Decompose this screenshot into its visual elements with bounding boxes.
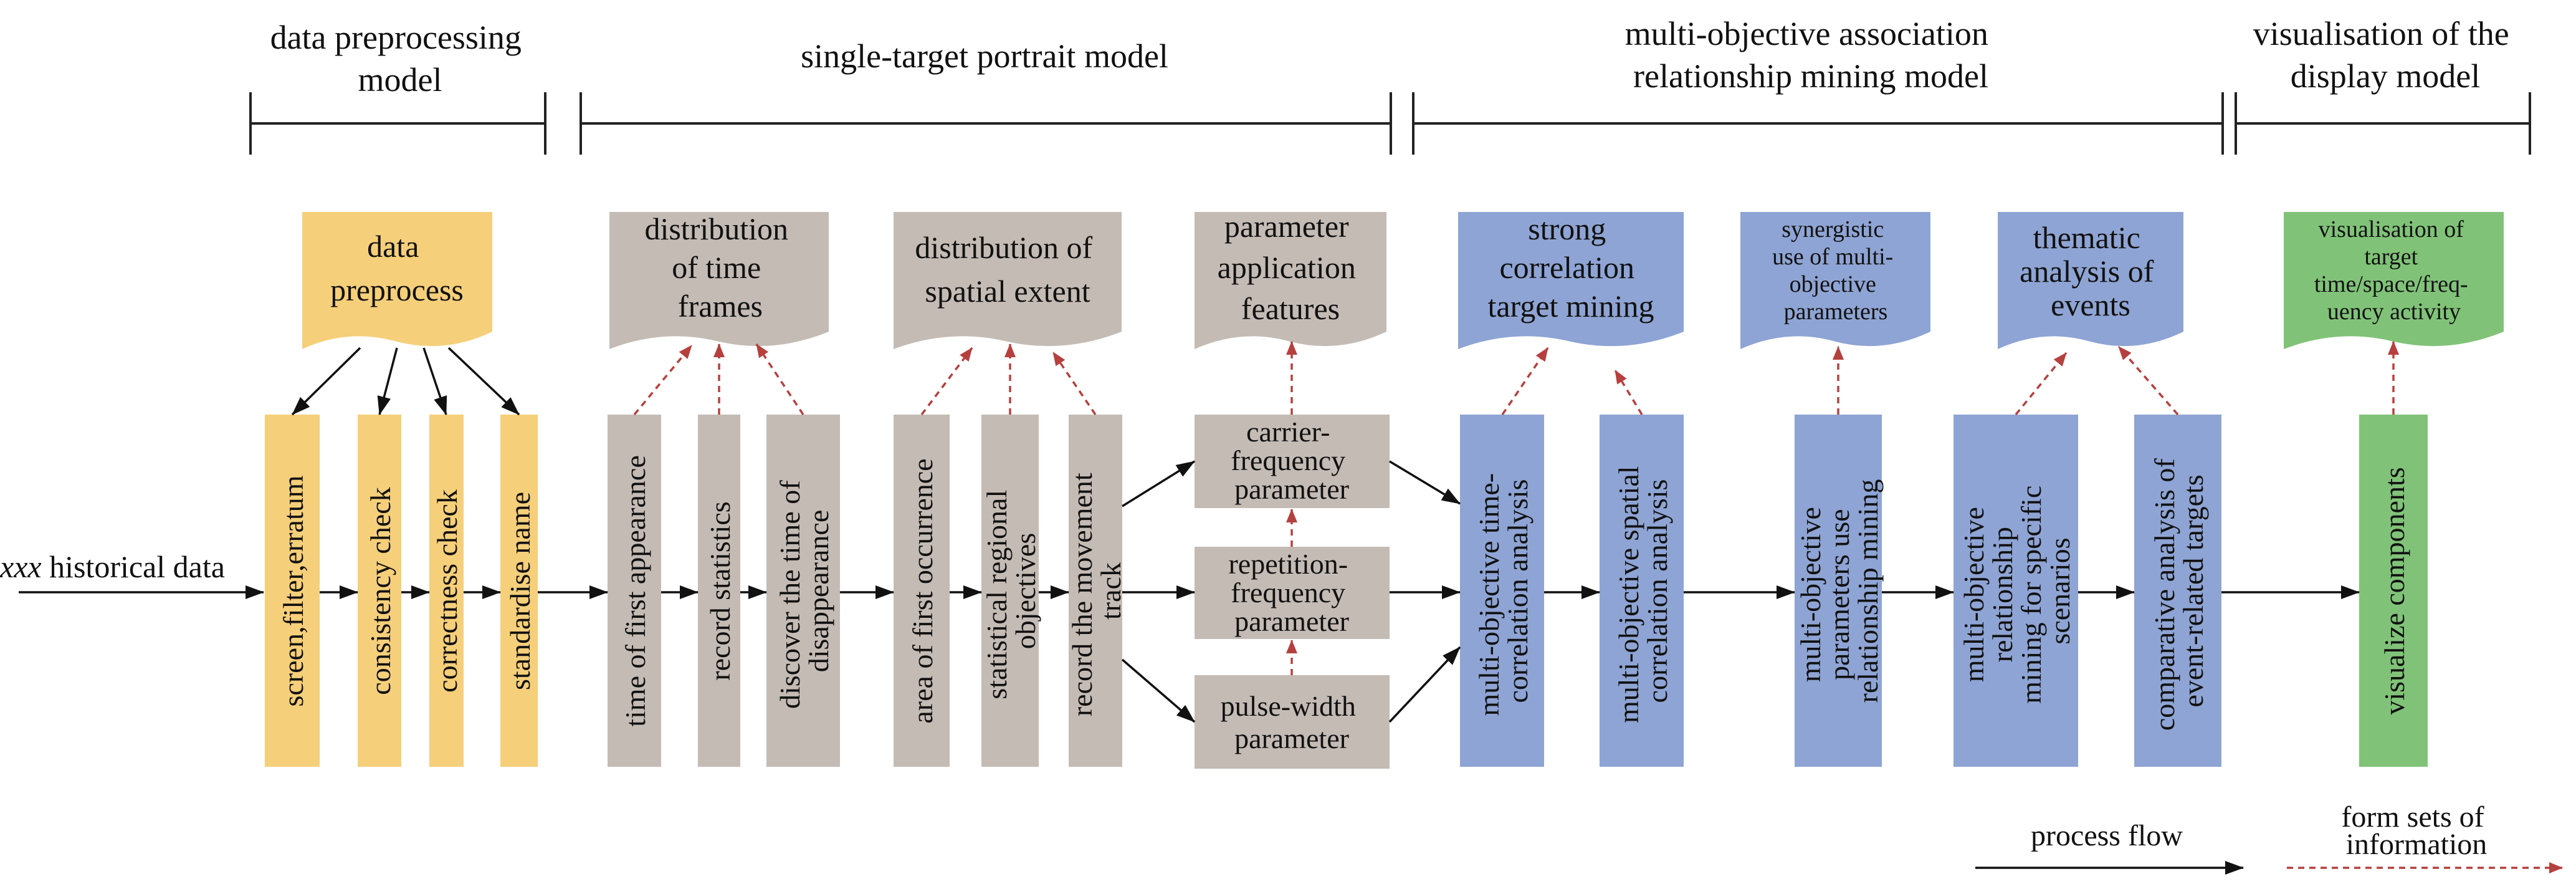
process-area-first-occurrence: area of first occurrence <box>894 415 950 767</box>
header-visualisation: visualisation of the display model <box>2253 15 2517 95</box>
doc-data-preprocess: data preprocess <box>302 212 492 349</box>
param-carrier-frequency: carrier- frequency parameter <box>1195 415 1390 508</box>
legend-info-label: form sets of information <box>2341 800 2491 861</box>
process-record-movement-track: record the movement track <box>1066 415 1127 767</box>
doc-synergistic-use: synergistic use of multi- objective para… <box>1740 212 1930 349</box>
process-consistency-check: consistency check <box>358 415 401 767</box>
svg-text:statistical regional obj: statistical regional objectives <box>981 483 1041 699</box>
process-statistical-regional-objectives: statistical regional objectives <box>981 415 1041 767</box>
svg-text:consistency check: consistency check <box>365 487 396 694</box>
svg-text:record the movement trac: record the movement track <box>1066 466 1127 716</box>
svg-text:area of first occurrence: area of first occurrence <box>907 458 938 723</box>
svg-text:multi-objective spatial: multi-objective spatial correlation anal… <box>1613 459 1673 723</box>
svg-text:visualisation of target: visualisation of target time/space/freq-… <box>2314 216 2474 325</box>
svg-text:multi-objective paramete: multi-objective parameters use relations… <box>1795 479 1884 703</box>
section-brackets <box>249 92 2531 155</box>
legend: process flow form sets of information <box>1975 800 2563 875</box>
svg-text:record statistics: record statistics <box>704 501 736 680</box>
svg-text:time of first appearance: time of first appearance <box>619 455 651 727</box>
header-association: multi-objective association relationship… <box>1625 15 1997 95</box>
param-repetition-frequency: repetition- frequency parameter <box>1195 547 1390 639</box>
bracket-preprocessing <box>249 92 546 155</box>
svg-text:visualize components: visualize components <box>2378 467 2410 714</box>
svg-text:multi-objective time- co: multi-objective time- correlation analys… <box>1473 466 1534 716</box>
info-set-arrows <box>633 341 2399 675</box>
svg-text:repetition- frequency: repetition- frequency parameter <box>1228 548 1355 637</box>
svg-text:distribution of spatial: distribution of spatial extent <box>915 230 1100 309</box>
svg-text:multi-objective relation: multi-objective relationship mining for … <box>1958 478 2076 704</box>
svg-text:screen,filter,erratum: screen,filter,erratum <box>277 475 309 706</box>
doc-thematic-analysis: thematic analysis of events <box>1998 212 2183 349</box>
doc-visualisation-activity: visualisation of target time/space/freq-… <box>2284 212 2504 349</box>
process-specific-scenarios-mining: multi-objective relationship mining for … <box>1953 415 2078 767</box>
svg-text:parameter application: parameter application features <box>1218 209 1364 326</box>
doc-distribution-spatial-extent: distribution of spatial extent <box>894 212 1122 349</box>
process-flow-arrows <box>291 347 2360 723</box>
process-correctness-check: correctness check <box>429 415 464 767</box>
input-historical-data: xxx historical data <box>0 549 225 584</box>
header-preprocessing: data preprocessing model <box>270 19 530 99</box>
bracket-portrait <box>580 92 1392 155</box>
process-spatial-correlation-analysis: multi-objective spatial correlation anal… <box>1600 415 1684 767</box>
process-screen-filter-erratum: screen,filter,erratum <box>265 415 320 767</box>
svg-text:correctness check: correctness check <box>431 489 463 693</box>
svg-text:comparative analysis of: comparative analysis of event-related ta… <box>2149 451 2209 731</box>
process-standardise-name: standardise name <box>500 415 538 767</box>
svg-text:data preprocess: data preprocess <box>330 229 464 307</box>
doc-distribution-time-frames: distribution of time frames <box>609 211 829 349</box>
svg-text:strong correlation: strong correlation target mining <box>1487 211 1654 324</box>
svg-text:thematic analysis of: thematic analysis of events <box>2020 220 2162 322</box>
process-parameters-relationship-mining: multi-objective parameters use relations… <box>1795 415 1884 767</box>
bracket-visualisation <box>2235 92 2531 155</box>
header-portrait: single-target portrait model <box>801 37 1168 75</box>
process-discover-disappearance: discover the time of disappearance <box>766 415 840 767</box>
svg-text:synergistic use of multi: synergistic use of multi- objective para… <box>1772 216 1899 325</box>
doc-parameter-application-features: parameter application features <box>1195 209 1386 349</box>
doc-strong-correlation-target-mining: strong correlation target mining <box>1458 211 1684 349</box>
svg-text:standardise name: standardise name <box>504 492 536 690</box>
process-time-first-appearance: time of first appearance <box>608 415 661 767</box>
svg-text:distribution of time: distribution of time frames <box>644 211 796 324</box>
legend-process-flow-label: process flow <box>2031 819 2183 852</box>
process-time-correlation-analysis: multi-objective time- correlation analys… <box>1460 415 1544 767</box>
process-visualize-components: visualize components <box>2359 415 2428 767</box>
process-record-statistics: record statistics <box>698 415 740 767</box>
svg-text:pulse-width parameter: pulse-width parameter <box>1221 690 1363 754</box>
process-event-related-targets: comparative analysis of event-related ta… <box>2134 415 2221 767</box>
param-pulse-width: pulse-width parameter <box>1195 675 1390 769</box>
svg-text:carrier- frequency: carrier- frequency parameter <box>1231 416 1352 505</box>
bracket-association <box>1412 92 2224 155</box>
svg-text:discover the time of dis: discover the time of disappearance <box>774 473 834 709</box>
